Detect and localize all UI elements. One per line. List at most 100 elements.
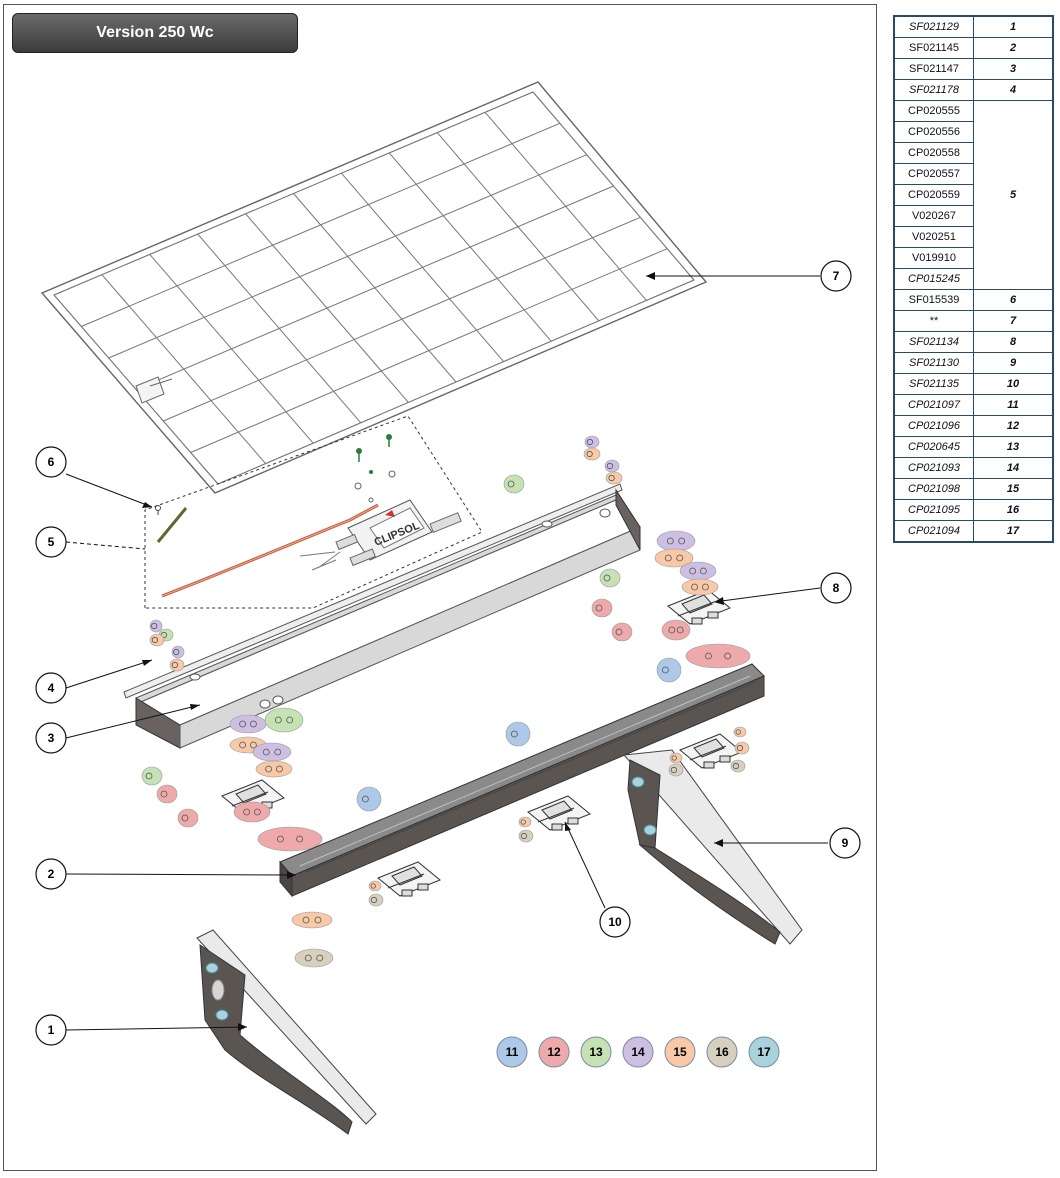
parts-row: **7 [893, 310, 1054, 332]
hardware-item [669, 752, 683, 764]
callout-4: 4 [35, 672, 67, 704]
legend-item-12: 12 [538, 1036, 570, 1068]
part-code: CP021094 [893, 520, 974, 543]
legend-label: 15 [673, 1045, 687, 1059]
leader-lines [65, 275, 828, 1031]
legend-label: 11 [506, 1045, 519, 1059]
part-code: SF021178 [893, 79, 974, 101]
hardware-item [656, 657, 682, 683]
hardware-item [611, 622, 633, 642]
part-number: 7 [973, 310, 1054, 332]
part-code: SF021130 [893, 352, 974, 374]
part-number: 12 [973, 415, 1054, 437]
hardware-item [656, 530, 696, 552]
callout-label: 10 [608, 915, 622, 929]
part-code: CP020557 [893, 163, 974, 185]
callout-2: 2 [35, 858, 67, 890]
legend-item-14: 14 [622, 1036, 654, 1068]
part-code: SF021134 [893, 331, 974, 353]
hardware-item [605, 471, 623, 485]
part-code: CP020558 [893, 142, 974, 164]
part-code: CP021098 [893, 478, 974, 500]
hardware-item [733, 726, 747, 738]
part-code: CP021097 [893, 394, 974, 416]
hardware-item [149, 619, 163, 633]
cable-wires [299, 551, 341, 571]
leader-arrowheads [142, 272, 724, 1031]
parts-row: V020267 [893, 205, 1053, 227]
version-title: Version 250 Wc [12, 13, 298, 53]
micro-inverter: CLIPSOL [335, 499, 462, 567]
legend-item-11: 11 [496, 1036, 528, 1068]
part-number: 9 [973, 352, 1054, 374]
clamp-bracket [679, 733, 743, 769]
part-number: 3 [973, 58, 1054, 80]
hardware-item [149, 633, 165, 647]
callout-label: 9 [842, 836, 849, 850]
part-code: SF021145 [893, 37, 974, 59]
hardware-item [257, 826, 323, 852]
callout-8: 8 [820, 572, 852, 604]
part-number: 16 [973, 499, 1054, 521]
upper-rail [123, 483, 641, 749]
part-number: 5 [973, 100, 1054, 290]
part-number: 11 [973, 394, 1054, 416]
solar-panel [40, 81, 708, 494]
hardware-item [368, 880, 382, 892]
hardware-item [685, 643, 751, 669]
hardware-item [291, 911, 333, 929]
parts-row: V020251 [893, 226, 1053, 248]
hardware-item [177, 808, 199, 828]
callout-1: 1 [35, 1014, 67, 1046]
hardware-item [255, 760, 293, 778]
hardware-item [264, 707, 304, 733]
part-code: SF021135 [893, 373, 974, 395]
part-code: CP021095 [893, 499, 974, 521]
part-code: V020251 [893, 226, 974, 248]
legend-label: 17 [757, 1045, 771, 1059]
legend-label: 13 [589, 1045, 603, 1059]
part-code: CP020556 [893, 121, 974, 143]
hardware-item [654, 548, 694, 568]
part-code: SF015539 [893, 289, 974, 311]
callout-3: 3 [35, 722, 67, 754]
hardware-item [604, 459, 620, 473]
callout-label: 8 [833, 581, 840, 595]
callout-9: 9 [829, 827, 861, 859]
hardware-item [368, 893, 384, 907]
part-number: 2 [973, 37, 1054, 59]
part-code: SF021129 [893, 15, 974, 38]
part-number: 1 [973, 15, 1054, 38]
callout-7: 7 [820, 260, 852, 292]
cable-orange [161, 503, 379, 598]
callout-6: 6 [35, 446, 67, 478]
part-code: CP020645 [893, 436, 974, 458]
part-number: 13 [973, 436, 1054, 458]
hardware-item [661, 619, 691, 641]
part-code: CP021096 [893, 415, 974, 437]
part-code: SF021147 [893, 58, 974, 80]
hardware-item [599, 568, 621, 588]
hardware-item [229, 714, 267, 734]
part-code: V019910 [893, 247, 974, 269]
screw-6 [155, 505, 161, 515]
hardware-item [583, 447, 601, 461]
callout-label: 6 [48, 455, 55, 469]
legend-item-15: 15 [664, 1036, 696, 1068]
lower-rail [279, 663, 765, 898]
part-number: 10 [973, 373, 1054, 395]
